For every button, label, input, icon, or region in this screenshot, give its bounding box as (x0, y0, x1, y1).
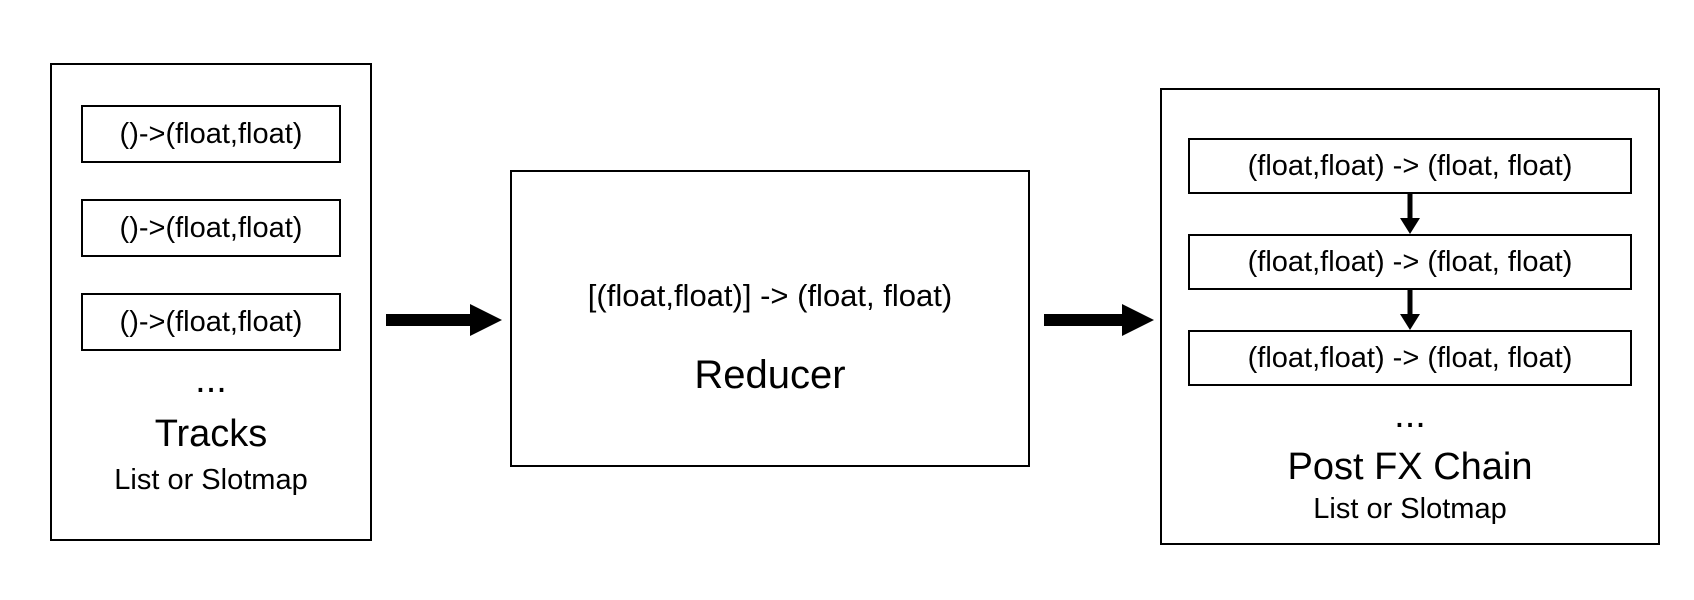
track-slot: ()->(float,float) (81, 105, 341, 163)
flow-arrow-right-icon (1044, 304, 1154, 336)
tracks-title: Tracks (154, 413, 268, 455)
reducer-title: Reducer (694, 353, 846, 397)
reducer-box: [(float,float)] -> (float, float) Reduce… (510, 170, 1030, 467)
postfx-box: (float,float) -> (float, float) (float,f… (1160, 88, 1660, 545)
postfx-slot: (float,float) -> (float, float) (1188, 138, 1632, 194)
tracks-subtitle: List or Slotmap (114, 463, 308, 496)
tracks-ellipsis: ... (195, 359, 227, 401)
track-slot: ()->(float,float) (81, 293, 341, 351)
postfx-slot-signature: (float,float) -> (float, float) (1247, 341, 1573, 374)
postfx-title: Post FX Chain (1287, 446, 1533, 488)
track-slot-signature: ()->(float,float) (119, 117, 303, 150)
track-slot-signature: ()->(float,float) (119, 305, 303, 338)
postfx-slot: (float,float) -> (float, float) (1188, 330, 1632, 386)
flow-arrow-down-icon (1400, 290, 1420, 330)
postfx-slot-signature: (float,float) -> (float, float) (1247, 245, 1573, 278)
postfx-subtitle: List or Slotmap (1313, 492, 1507, 525)
tracks-box: ()->(float,float) ()->(float,float) ()->… (50, 63, 372, 541)
postfx-ellipsis: ... (1394, 394, 1426, 436)
track-slot: ()->(float,float) (81, 199, 341, 257)
flow-arrow-down-icon (1400, 194, 1420, 234)
track-slot-signature: ()->(float,float) (119, 211, 303, 244)
reducer-signature: [(float,float)] -> (float, float) (587, 278, 953, 313)
postfx-slot-signature: (float,float) -> (float, float) (1247, 149, 1573, 182)
flow-arrow-right-icon (386, 304, 502, 336)
postfx-slot: (float,float) -> (float, float) (1188, 234, 1632, 290)
